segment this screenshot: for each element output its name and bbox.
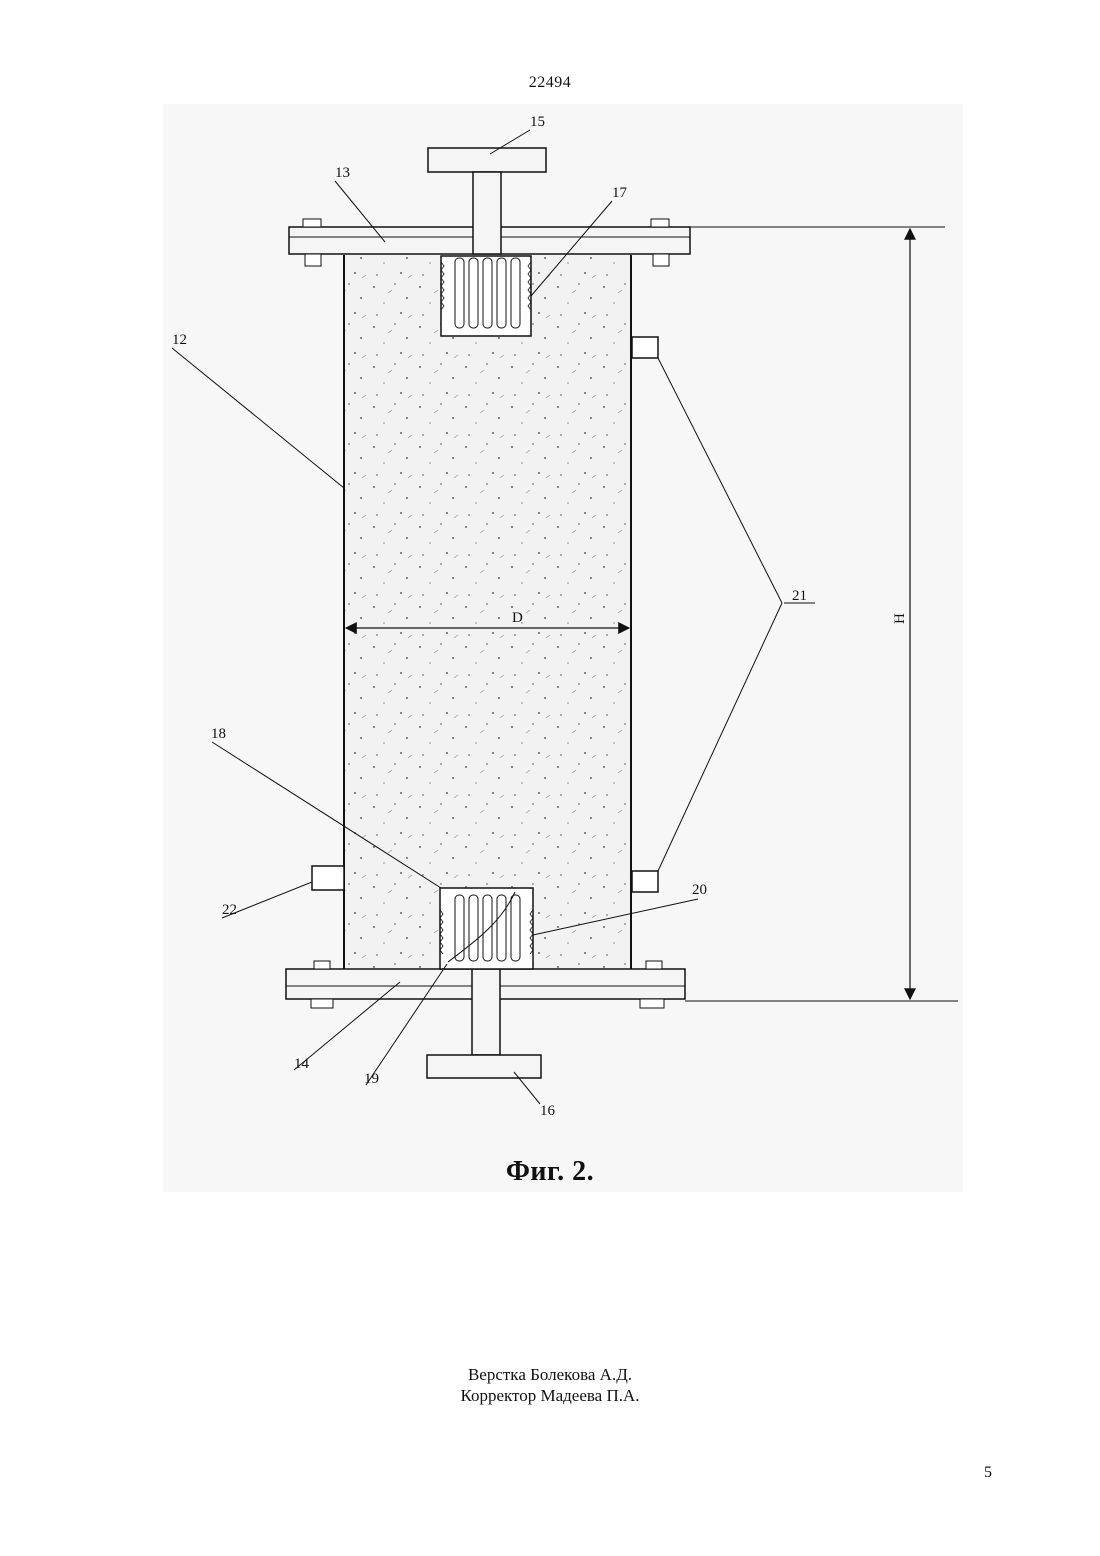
- dimension-h-label: H: [892, 613, 908, 624]
- lower-filter: [440, 888, 533, 969]
- dimension-d-label: D: [512, 610, 523, 626]
- callout-14: 14: [294, 1056, 310, 1072]
- column-body: [344, 255, 631, 969]
- callout-18: 18: [211, 726, 226, 742]
- dimension-h: [685, 227, 958, 1001]
- callout-13: 13: [335, 165, 350, 181]
- callout-16: 16: [540, 1103, 556, 1119]
- callout-19: 19: [364, 1071, 379, 1087]
- callout-22: 22: [222, 902, 237, 918]
- callout-20: 20: [692, 882, 707, 898]
- callout-17: 17: [612, 185, 628, 201]
- credits-block: Верстка Болекова А.Д. Корректор Мадеева …: [0, 1364, 1100, 1406]
- callout-15: 15: [530, 114, 545, 130]
- callout-21: 21: [792, 588, 807, 604]
- layout-credit: Верстка Болекова А.Д.: [0, 1364, 1100, 1385]
- upper-filter: [441, 256, 531, 336]
- page-number: 5: [984, 1464, 992, 1482]
- proofreader-credit: Корректор Мадеева П.А.: [0, 1385, 1100, 1406]
- callout-12: 12: [172, 332, 187, 348]
- figure-caption: Фиг. 2.: [0, 1156, 1100, 1188]
